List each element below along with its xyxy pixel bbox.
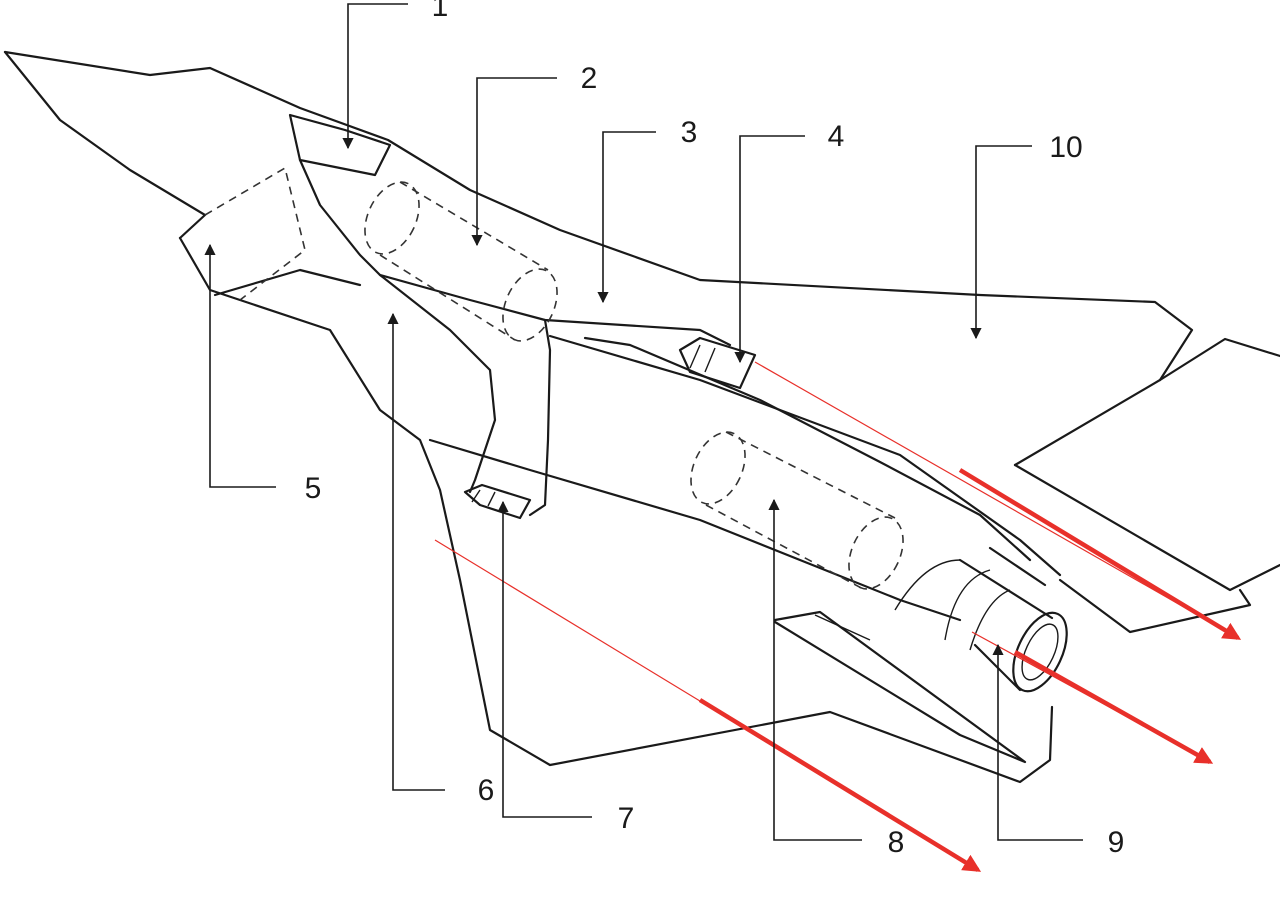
leader-1 (342, 3, 408, 150)
callout-1: 1 (432, 0, 449, 23)
internal-components (204, 166, 1068, 693)
callout-labels: 1 2 3 4 5 6 7 8 9 10 (305, 0, 1125, 859)
flow-arrows (434, 361, 1242, 872)
leader-4 (734, 135, 805, 364)
callout-7: 7 (618, 802, 635, 835)
leader-7 (497, 500, 592, 818)
callout-9: 9 (1108, 826, 1125, 859)
leader-9 (992, 643, 1083, 841)
callout-10: 10 (1049, 131, 1082, 164)
flow-arrow-lower-thick (698, 698, 982, 872)
leader-2 (471, 77, 557, 247)
leader-6 (387, 312, 445, 791)
leader-5 (204, 243, 276, 488)
flow-arrow-upper-thick (958, 468, 1242, 640)
callout-6: 6 (478, 774, 495, 807)
callout-2: 2 (581, 62, 598, 95)
callout-5: 5 (305, 472, 322, 505)
leader-10 (970, 145, 1032, 340)
callout-3: 3 (681, 116, 698, 149)
flow-arrow-upper (754, 361, 1239, 639)
leader-8 (768, 498, 862, 841)
airframe-outline (3, 50, 1280, 784)
callout-8: 8 (888, 826, 905, 859)
flow-arrow-middle-thick (1013, 650, 1214, 764)
callout-4: 4 (828, 120, 845, 153)
leader-3 (597, 131, 656, 304)
leader-lines (204, 3, 1083, 841)
